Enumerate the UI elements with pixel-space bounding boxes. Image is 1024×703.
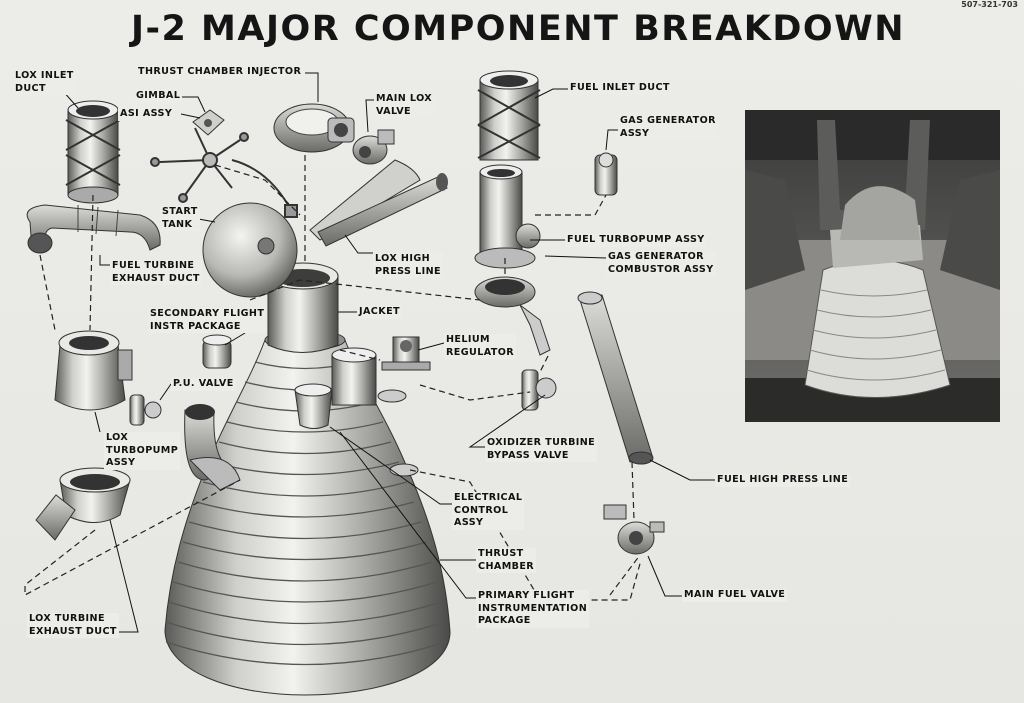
label-gas-generator-combustor-assy: GAS GENERATOR COMBUSTOR ASSY bbox=[606, 251, 716, 276]
engine-photo bbox=[745, 110, 1000, 422]
helium-regulator-part bbox=[381, 336, 431, 371]
label-main-fuel-valve: MAIN FUEL VALVE bbox=[682, 589, 788, 602]
label-fuel-inlet-duct: FUEL INLET DUCT bbox=[568, 82, 672, 95]
lox-turbopump-part bbox=[54, 330, 133, 411]
label-start-tank: START TANK bbox=[160, 206, 200, 231]
start-tank-sphere bbox=[202, 202, 298, 298]
label-oxidizer-turbine-bypass-valve: OXIDIZER TURBINE BYPASS VALVE bbox=[485, 437, 598, 462]
label-asi-assy: ASI ASSY bbox=[118, 108, 175, 121]
label-lox-turbine-exhaust-duct: LOX TURBINE EXHAUST DUCT bbox=[27, 613, 119, 638]
pu-valve-part bbox=[129, 394, 162, 426]
label-electrical-control-assy: ELECTRICAL CONTROL ASSY bbox=[452, 492, 525, 530]
injector-part bbox=[273, 103, 355, 153]
page-title: J-2 MAJOR COMPONENT BREAKDOWN bbox=[130, 9, 906, 49]
label-primary-flight-instrumentation-package: PRIMARY FLIGHT INSTRUMENTATION PACKAGE bbox=[476, 590, 590, 628]
label-lox-turbopump-assy: LOX TURBOPUMP ASSY bbox=[104, 432, 181, 470]
label-fuel-high-press-line: FUEL HIGH PRESS LINE bbox=[715, 474, 851, 487]
label-thrust-chamber-injector: THRUST CHAMBER INJECTOR bbox=[136, 66, 304, 79]
label-thrust-chamber: THRUST CHAMBER bbox=[476, 548, 537, 573]
fuel-inlet-duct-part bbox=[477, 70, 541, 161]
chamber-side-ducts bbox=[184, 347, 419, 491]
gimbal-part bbox=[192, 109, 225, 136]
lox-turbine-exhaust-duct-part bbox=[35, 467, 131, 541]
label-lox-high-press-line: LOX HIGH PRESS LINE bbox=[373, 253, 443, 278]
fuel-turbine-exhaust-duct-part bbox=[26, 204, 161, 254]
label-pu-valve: P.U. VALVE bbox=[171, 378, 236, 391]
secondary-flight-instr-package-part bbox=[202, 334, 232, 369]
label-jacket: JACKET bbox=[357, 306, 402, 319]
label-gimbal: GIMBAL bbox=[134, 90, 183, 103]
oxidizer-turbine-bypass-valve-part bbox=[521, 369, 557, 411]
label-fuel-turbopump-assy: FUEL TURBOPUMP ASSY bbox=[565, 234, 707, 247]
label-gas-generator-assy: GAS GENERATOR ASSY bbox=[618, 115, 718, 140]
asi-assembly-part bbox=[150, 127, 298, 218]
label-lox-inlet-duct: LOX INLET DUCT bbox=[13, 70, 76, 95]
label-helium-regulator: HELIUM REGULATOR bbox=[444, 334, 517, 359]
gas-generator-combustor-part bbox=[474, 276, 551, 356]
label-fuel-turbine-exhaust-duct: FUEL TURBINE EXHAUST DUCT bbox=[110, 260, 202, 285]
lox-high-press-line-part bbox=[309, 159, 448, 247]
document-number: 507-321-703 bbox=[961, 0, 1018, 9]
lox-inlet-duct-part bbox=[65, 100, 121, 204]
main-lox-valve-part bbox=[352, 129, 395, 165]
label-main-lox-valve: MAIN LOX VALVE bbox=[374, 93, 435, 118]
fuel-turbopump-part bbox=[474, 164, 541, 269]
fuel-high-press-line-part bbox=[577, 291, 654, 465]
label-secondary-flight-instr-package: SECONDARY FLIGHT INSTR PACKAGE bbox=[148, 308, 267, 333]
gas-generator-part bbox=[594, 152, 618, 196]
assembly-dashed-lines bbox=[24, 155, 642, 601]
main-fuel-valve-part bbox=[603, 504, 665, 555]
